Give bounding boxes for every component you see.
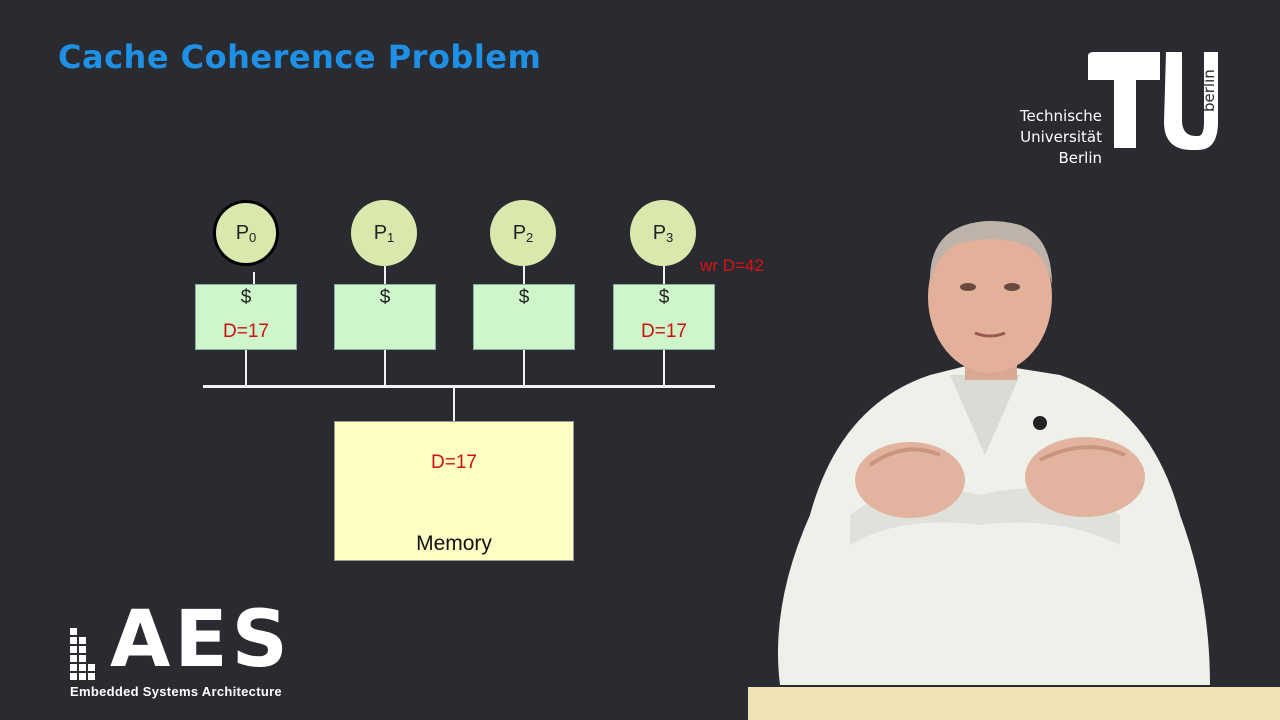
desk: [748, 687, 1280, 720]
write-operation-label: wr D=42: [700, 256, 764, 275]
processor-label: P: [512, 221, 527, 244]
bus-memory-link: [453, 386, 455, 421]
cache-bus-link: [384, 350, 386, 386]
left-hand: [855, 442, 965, 518]
tu-logo-line2: Universität: [1020, 128, 1102, 146]
system-bus: [203, 385, 715, 388]
microphone: [1033, 416, 1047, 430]
cache-symbol: $: [658, 287, 670, 308]
aes-blocks-icon: [70, 628, 95, 680]
tu-mark-icon: berlin: [1088, 52, 1218, 150]
processor-index: 0: [249, 229, 257, 245]
tu-mark-text: berlin: [1200, 69, 1218, 112]
cache-bus-link: [663, 350, 665, 386]
tu-logo-text: Technische Universität Berlin: [1010, 106, 1102, 169]
cache-value: D=17: [223, 321, 269, 342]
cache-value: D=17: [641, 321, 687, 342]
processor-cache-link: [384, 266, 386, 284]
memory-label: Memory: [416, 532, 492, 555]
processor-index: 2: [526, 229, 534, 245]
processor-index: 3: [666, 229, 674, 245]
memory-value: D=17: [431, 452, 477, 473]
tu-logo-line1: Technische: [1019, 107, 1102, 125]
slide-title: Cache Coherence Problem: [58, 38, 542, 76]
processor-label: P: [652, 221, 667, 244]
processor-cache-link: [663, 266, 665, 284]
cache-p3: $ D=17: [613, 284, 715, 350]
processor-cache-link: [523, 266, 525, 284]
processor-index: 1: [387, 229, 395, 245]
right-hand: [1025, 437, 1145, 517]
presenter-figure: [748, 221, 1280, 720]
cache-p1: $: [334, 284, 436, 350]
aes-logo: AES Embedded Systems Architecture: [70, 600, 330, 706]
tu-berlin-logo: Technische Universität Berlin berlin: [1010, 50, 1225, 167]
cache-symbol: $: [518, 287, 530, 308]
cache-symbol: $: [240, 287, 252, 308]
head: [928, 221, 1052, 373]
processor-label: P: [373, 221, 388, 244]
cache-symbol: $: [379, 287, 391, 308]
tu-logo-line3: Berlin: [1058, 149, 1102, 167]
processor-cache-link: [253, 272, 255, 284]
aes-logo-subtitle: Embedded Systems Architecture: [70, 684, 282, 699]
cache-p0: $ D=17: [195, 284, 297, 350]
main-memory: D=17 Memory: [334, 421, 574, 561]
cache-p2: $: [473, 284, 575, 350]
cache-bus-link: [523, 350, 525, 386]
cache-bus-link: [245, 350, 247, 386]
aes-logo-title: AES: [110, 595, 292, 685]
processor-label: P: [235, 221, 250, 244]
